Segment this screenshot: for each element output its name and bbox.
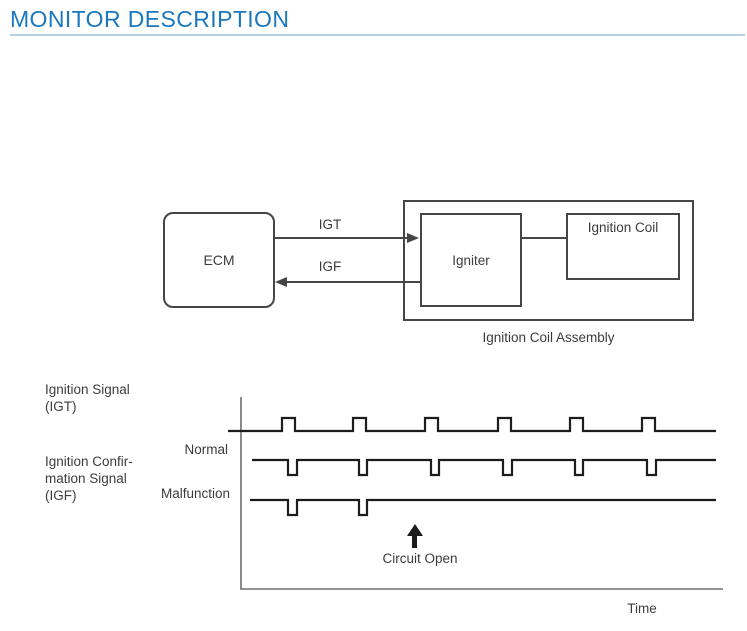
ecm-box: ECM — [163, 212, 275, 308]
time-axis-label: Time — [627, 601, 657, 616]
page-title: MONITOR DESCRIPTION — [10, 6, 290, 32]
ecm-label: ECM — [203, 252, 235, 268]
igt-arrowhead-icon — [407, 233, 419, 243]
ignition-signal-label: Ignition Signal (IGT) — [45, 381, 130, 415]
waveform-igf-malfunction — [250, 498, 716, 517]
assembly-caption: Ignition Coil Assembly — [482, 330, 615, 345]
igf-label: IGF — [318, 259, 342, 274]
igt-label: IGT — [318, 217, 342, 232]
circuit-open-annotation: Circuit Open — [382, 551, 458, 566]
confirmation-signal-label-line2: mation Signal — [45, 471, 127, 486]
heading-underline — [10, 34, 745, 36]
circuit-open-arrow-stem — [412, 535, 417, 548]
ignition-signal-label-line2: (IGT) — [45, 399, 77, 414]
waveform-igf-normal — [252, 458, 716, 477]
normal-row-label: Normal — [184, 442, 228, 457]
ignition-coil-box: Ignition Coil — [566, 213, 680, 280]
confirmation-signal-label: Ignition Confir- mation Signal (IGF) — [45, 453, 133, 504]
igniter-box: Igniter — [420, 213, 522, 307]
waveform-igt — [228, 416, 716, 433]
ignition-coil-label: Ignition Coil — [587, 220, 659, 235]
malfunction-row-label: Malfunction — [160, 486, 230, 501]
circuit-open-arrow-icon — [407, 524, 423, 536]
confirmation-signal-label-line1: Ignition Confir- — [45, 454, 133, 469]
igf-signal-line — [287, 281, 420, 283]
confirmation-signal-label-line3: (IGF) — [45, 488, 77, 503]
igt-signal-line — [274, 237, 408, 239]
igniter-to-coil-connector — [520, 237, 568, 239]
ignition-signal-label-line1: Ignition Signal — [45, 382, 130, 397]
igniter-label: Igniter — [452, 252, 490, 268]
igf-arrowhead-icon — [275, 277, 287, 287]
